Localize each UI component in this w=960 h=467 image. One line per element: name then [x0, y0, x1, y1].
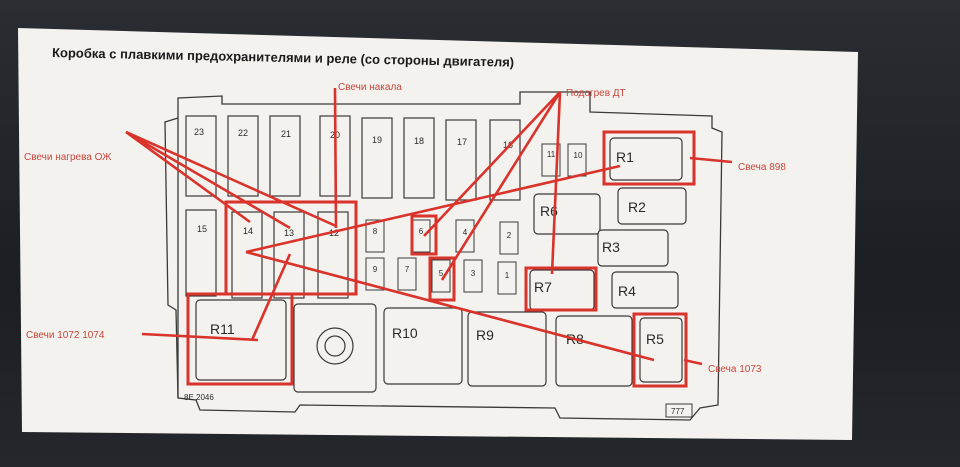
svg-text:R10: R10 — [392, 325, 418, 341]
svg-text:5: 5 — [439, 269, 444, 278]
svg-text:R9: R9 — [476, 327, 494, 343]
svg-text:R3: R3 — [602, 239, 620, 255]
relay-labels: R1 R2 R6 R3 R7 R4 R11 R10 R9 R8 R5 — [210, 149, 664, 347]
fuse-label: 15 — [197, 224, 207, 234]
relay-r6 — [533, 193, 601, 235]
svg-text:7: 7 — [405, 265, 410, 274]
fuse-row-mid — [185, 209, 349, 299]
svg-text:777: 777 — [671, 407, 685, 416]
fuse-label: 18 — [414, 136, 424, 146]
relay-r1 — [609, 137, 683, 181]
svg-text:3: 3 — [471, 269, 476, 278]
relay-r2 — [617, 187, 687, 225]
relay-r8 — [555, 315, 633, 387]
fuse-label: 13 — [284, 228, 294, 238]
small-fuses — [365, 143, 587, 295]
svg-text:11: 11 — [547, 150, 556, 159]
annotation-lines — [125, 87, 733, 366]
svg-text:R11: R11 — [210, 321, 235, 337]
annotation-plug-898: Свеча 898 — [738, 162, 786, 173]
connector-icon — [316, 327, 354, 365]
fuse-21 — [269, 115, 301, 197]
fuse-12 — [317, 211, 349, 299]
annotation-coolant-heaters: Свечи нагрева ОЖ — [24, 152, 112, 163]
relay-r3 — [597, 229, 669, 267]
fuse-label: 14 — [243, 226, 253, 236]
svg-text:10: 10 — [574, 151, 583, 160]
svg-text:R2: R2 — [628, 199, 646, 215]
svg-text:8E 2046: 8E 2046 — [184, 393, 214, 402]
svg-text:6: 6 — [419, 227, 424, 236]
relay-r10 — [383, 307, 463, 385]
small-fuse-labels: 11 10 8 6 4 2 9 7 5 3 1 — [373, 150, 583, 280]
connector-socket — [293, 303, 377, 393]
fuse-15 — [185, 209, 217, 297]
svg-text:1: 1 — [505, 271, 510, 280]
fuse-label: 23 — [194, 127, 204, 137]
fuse-17 — [445, 119, 477, 201]
annotation-plugs-1072-1074: Свечи 1072 1074 — [26, 330, 105, 341]
annotation-glow-plugs: Свечи накала — [338, 82, 402, 93]
svg-text:R5: R5 — [646, 331, 664, 347]
fuse-label: 21 — [281, 129, 291, 139]
relay-r5 — [639, 317, 683, 383]
diagram-codes: 8E 2046 777 — [184, 393, 693, 418]
svg-text:R7: R7 — [534, 279, 552, 295]
fuse-label: 22 — [238, 128, 248, 138]
svg-text:9: 9 — [373, 265, 378, 274]
fuse-18 — [403, 117, 435, 199]
svg-text:8: 8 — [373, 227, 378, 236]
fuse-label: 19 — [372, 135, 382, 145]
svg-text:R1: R1 — [616, 149, 634, 165]
relays — [195, 137, 687, 393]
annotation-plug-1073: Свеча 1073 — [708, 364, 762, 375]
svg-text:R4: R4 — [618, 283, 636, 299]
fuse-box-housing — [164, 91, 723, 421]
svg-text:2: 2 — [507, 231, 512, 240]
relay-r4 — [611, 271, 679, 309]
fuse-label: 16 — [503, 140, 513, 150]
svg-text:4: 4 — [463, 228, 468, 237]
relay-r9 — [467, 311, 547, 387]
fuse-label: 17 — [457, 137, 467, 147]
annotation-diesel-heating: Подогрев ДТ — [566, 88, 626, 99]
fuse-19 — [361, 117, 393, 199]
annotation-texts: Свечи накала Подогрев ДТ Свечи нагрева О… — [24, 82, 786, 375]
fuse-22 — [227, 115, 259, 197]
